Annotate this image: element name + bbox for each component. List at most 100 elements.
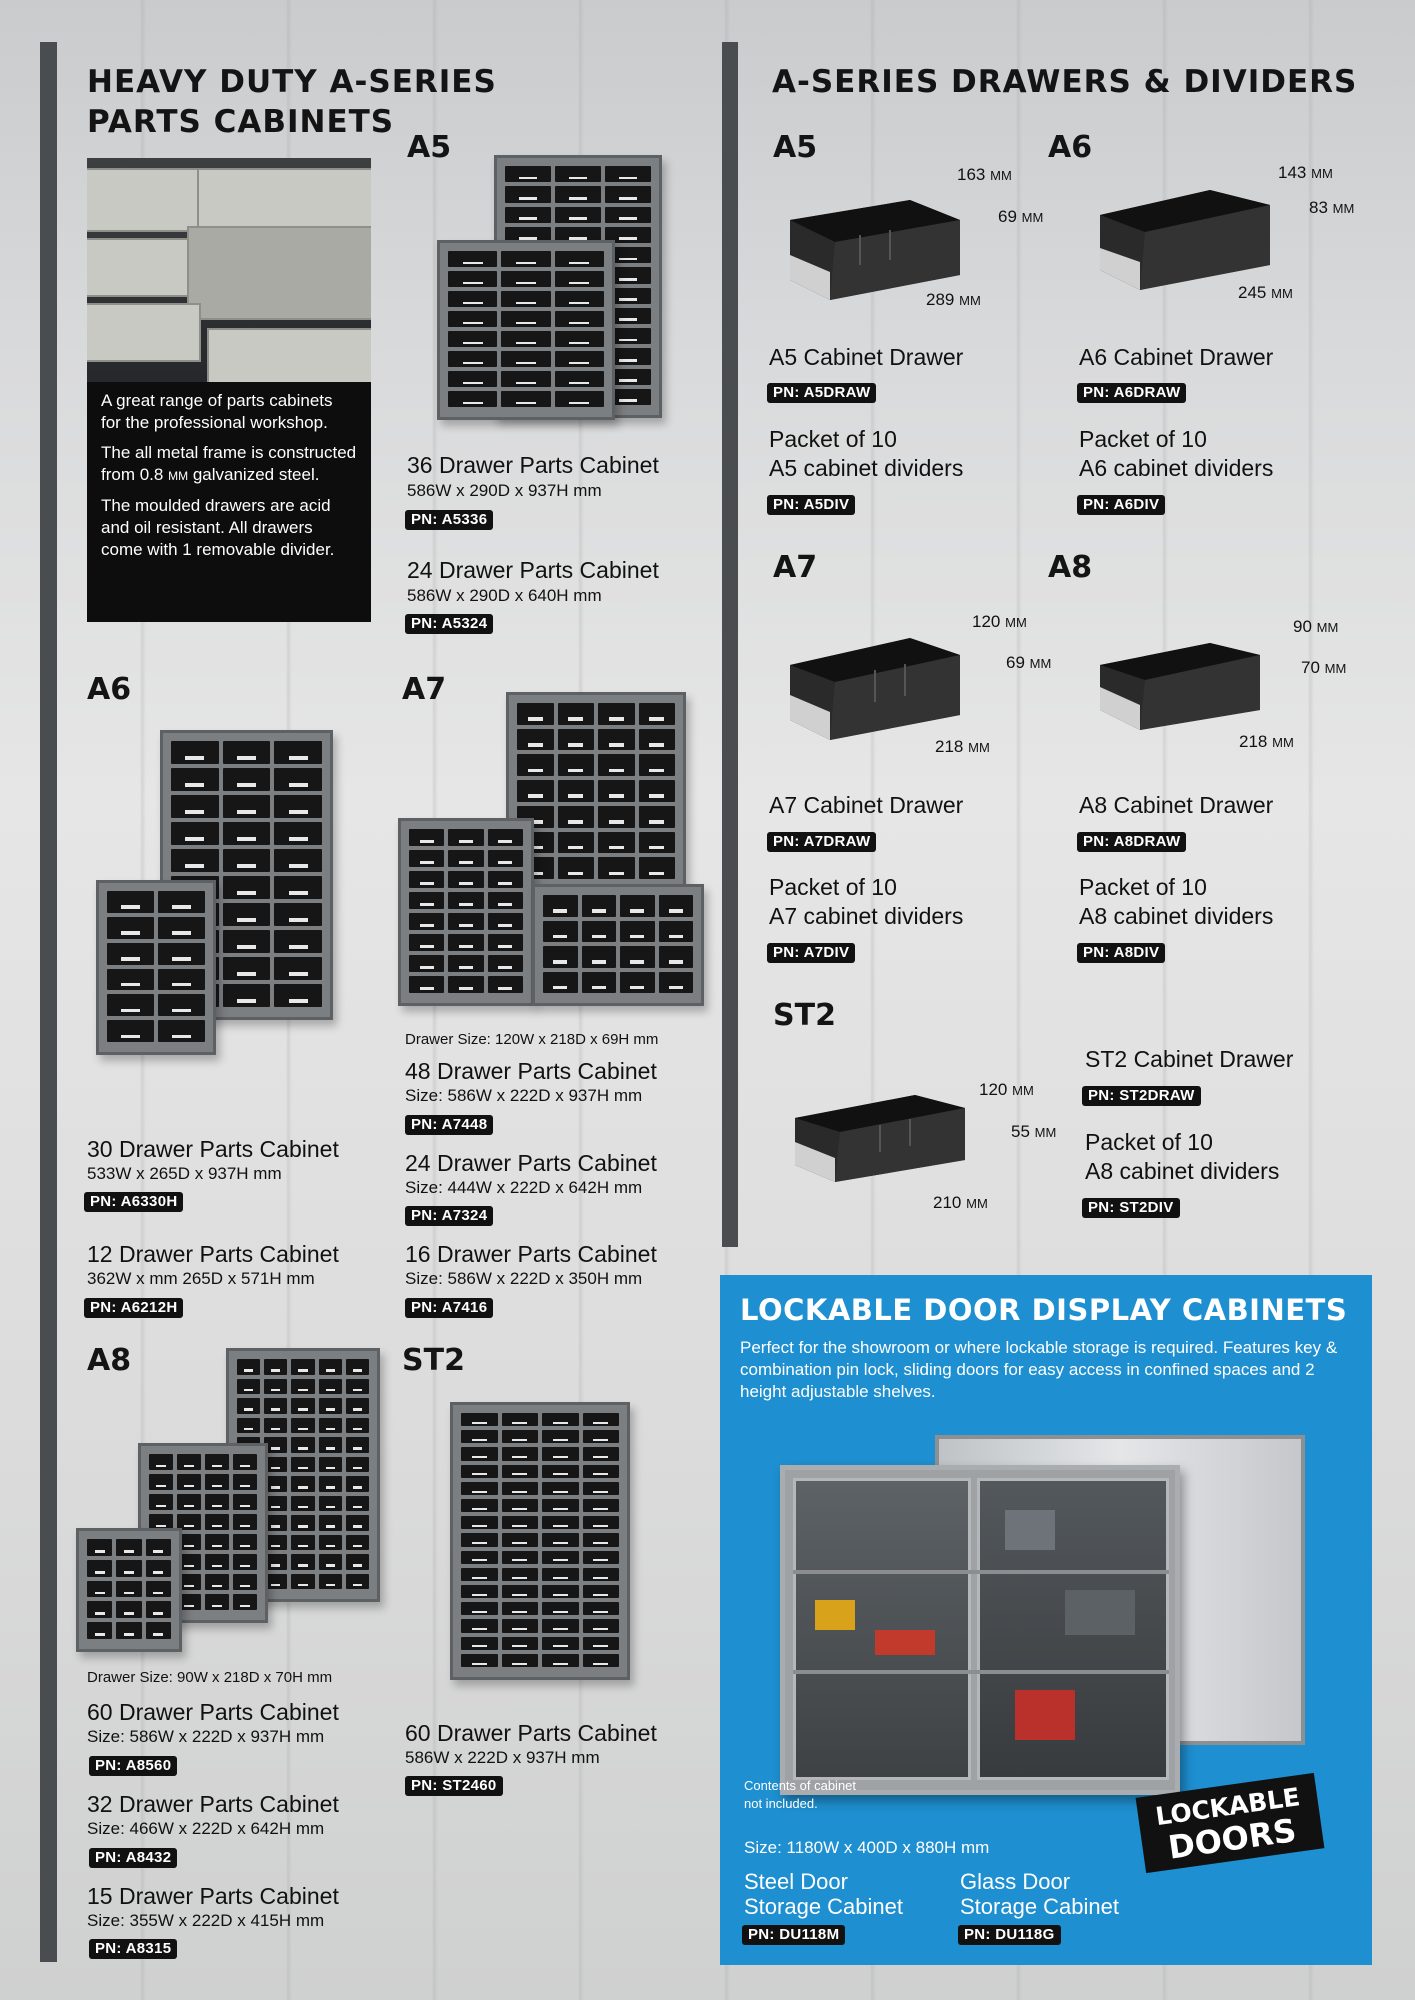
- a7-p1-name: 48 Drawer Parts Cabinet: [405, 1058, 657, 1084]
- cabinet-drawer: [274, 957, 322, 980]
- cabinet-drawer: [461, 1636, 498, 1650]
- left-title-line1: HEAVY DUTY A-SERIES: [87, 64, 497, 100]
- cabinet-drawer: [542, 1567, 579, 1581]
- cabinet-drawer: [448, 391, 498, 407]
- a5-drawer-image: [790, 200, 960, 300]
- cabinet-drawer: [448, 976, 484, 993]
- cabinet-drawer: [658, 946, 693, 968]
- a8-divider-pn: PN: A8DIV: [1077, 943, 1166, 963]
- cabinet-drawer: [237, 1359, 261, 1375]
- cabinet-drawer: [605, 267, 651, 284]
- cabinet-drawer: [345, 1359, 369, 1375]
- a7-16-cabinet-image: [532, 884, 704, 1006]
- cabinet-drawer: [222, 903, 271, 926]
- a6-drawer-image: [1100, 190, 1270, 290]
- a8-divider-line2: A8 cabinet dividers: [1079, 903, 1274, 929]
- cabinet-drawer: [505, 186, 551, 203]
- glass-pn: PN: DU118G: [958, 1925, 1061, 1945]
- a5-p1-dims: 586W x 290D x 937H mm: [407, 481, 602, 500]
- cabinet-drawer: [264, 1573, 288, 1589]
- cabinet-drawer: [318, 1515, 342, 1531]
- cabinet-drawer: [461, 1464, 498, 1478]
- cabinet-drawer: [487, 955, 523, 972]
- cabinet-drawer: [501, 1447, 538, 1461]
- a8-p1-dims: Size: 586W x 222D x 937H mm: [87, 1727, 325, 1746]
- cabinet-drawer: [501, 1481, 538, 1495]
- cabinet-drawer: [264, 1534, 288, 1550]
- cabinet-drawer: [638, 728, 675, 751]
- cabinet-drawer: [291, 1495, 315, 1511]
- cabinet-drawer: [461, 1447, 498, 1461]
- cabinet-drawer: [501, 331, 551, 347]
- cabinet-drawer: [274, 849, 322, 872]
- cabinet-drawer: [487, 850, 523, 867]
- cabinet-drawer: [582, 1619, 619, 1633]
- cabinet-drawer: [291, 1554, 315, 1570]
- cabinet-drawer: [116, 1580, 142, 1598]
- cabinet-drawer: [409, 976, 445, 993]
- cabinet-drawer: [461, 1481, 498, 1495]
- cabinet-drawer: [543, 895, 578, 917]
- cabinet-drawer: [555, 186, 601, 203]
- cabinet-drawer: [542, 1464, 579, 1478]
- cabinet-drawer: [557, 831, 594, 854]
- cabinet-drawer: [542, 1516, 579, 1530]
- cabinet-drawer: [620, 946, 655, 968]
- cabinet-drawer: [658, 895, 693, 917]
- cabinet-drawer: [222, 957, 271, 980]
- cabinet-drawer: [158, 968, 205, 991]
- a8-p1-name: 60 Drawer Parts Cabinet: [87, 1699, 339, 1725]
- cabinet-drawer: [145, 1539, 171, 1556]
- steel-pn: PN: DU118M: [742, 1925, 846, 1945]
- a8-p3-dims: Size: 355W x 222D x 415H mm: [87, 1911, 325, 1930]
- cabinet-drawer: [158, 916, 205, 939]
- cabinet-drawer: [605, 287, 651, 304]
- cabinet-drawer: [448, 251, 498, 267]
- cabinet-drawer: [638, 703, 675, 725]
- cabinet-drawer: [542, 1481, 579, 1495]
- contents-note-line2: not included.: [744, 1796, 818, 1811]
- cabinet-drawer: [542, 1430, 579, 1444]
- cabinet-drawer: [409, 829, 445, 846]
- cabinet-drawer: [345, 1456, 369, 1472]
- cabinet-drawer: [501, 291, 551, 307]
- cabinet-drawer: [542, 1619, 579, 1633]
- cabinet-drawer: [233, 1454, 257, 1470]
- a7-divider-line2: A7 cabinet dividers: [769, 903, 964, 929]
- cabinet-drawer: [116, 1539, 142, 1556]
- cabinet-drawer: [554, 311, 604, 327]
- a7-height-dim: 69 MM: [1006, 653, 1052, 672]
- st2-drawer-name: ST2 Cabinet Drawer: [1085, 1046, 1294, 1072]
- cabinet-drawer: [461, 1567, 498, 1581]
- a7-drawer-size: Drawer Size: 120W x 218D x 69H mm: [405, 1031, 659, 1048]
- cabinet-drawer: [345, 1554, 369, 1570]
- st2-height-dim: 55 MM: [1011, 1122, 1057, 1141]
- a8-60-cabinet-image: [226, 1348, 380, 1602]
- cabinet-drawer: [274, 984, 322, 1007]
- cabinet-drawer: [107, 891, 154, 913]
- a8-drawer-size: Drawer Size: 90W x 218D x 70H mm: [87, 1669, 333, 1686]
- cabinet-drawer: [145, 1601, 171, 1619]
- cabinet-drawer: [274, 795, 322, 818]
- st2-length-dim: 210 MM: [933, 1193, 988, 1212]
- cabinet-drawer: [461, 1413, 498, 1427]
- cabinet-drawer: [409, 892, 445, 909]
- cabinet-drawer: [409, 934, 445, 951]
- cabinet-drawer: [543, 946, 578, 968]
- st2-p1-pn: PN: ST2460: [405, 1776, 503, 1796]
- cabinet-drawer: [87, 1622, 113, 1639]
- lockable-title: LOCKABLE DOOR DISPLAY CABINETS: [740, 1293, 1348, 1327]
- cabinet-drawer: [318, 1456, 342, 1472]
- a7-48-cabinet-image: [506, 692, 686, 892]
- cabinet-drawer: [598, 728, 635, 751]
- cabinet-drawer: [582, 1447, 619, 1461]
- cabinet-drawer: [598, 857, 635, 879]
- cabinet-drawer: [233, 1594, 257, 1610]
- cabinet-drawer: [291, 1456, 315, 1472]
- cabinet-drawer: [557, 805, 594, 828]
- cabinet-drawer: [598, 805, 635, 828]
- a8-p1-pn: PN: A8560: [89, 1756, 178, 1776]
- cabinet-drawer: [205, 1594, 229, 1610]
- cabinet-drawer: [501, 1516, 538, 1530]
- a7-p1-dims: Size: 586W x 222D x 937H mm: [405, 1086, 643, 1105]
